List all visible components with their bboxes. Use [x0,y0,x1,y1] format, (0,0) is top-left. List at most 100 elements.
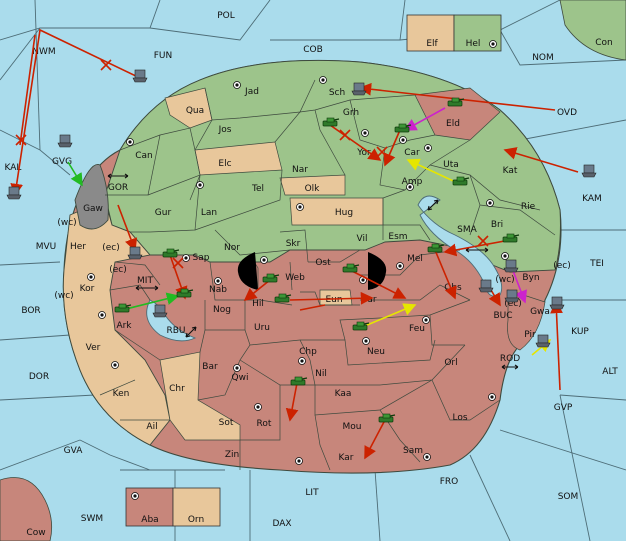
prov-label-lan: Lan [201,208,217,218]
prov-label-zin: Zin [225,450,239,460]
sea-label-som: SOM [558,492,579,502]
legend-label-aba: Aba [141,515,158,525]
coast-tag-gwa-ec: (ec) [504,299,522,309]
fleet-unit [6,186,22,200]
prov-label-byn: Byn [522,273,539,283]
sea-label-gva: GVA [64,446,84,456]
prov-label-grh: Grh [343,108,359,118]
prov-label-nog: Nog [213,305,231,315]
coast-tag-byn-wc: (wc) [495,275,514,285]
province-labels: Jad Sch Qua Jos Grh Eld Can Elc Nar Yor … [70,87,550,463]
prov-label-her: Her [70,242,86,252]
fleet-unit [478,279,494,293]
fleet-unit [549,296,565,310]
region-west [62,199,171,446]
sea-label-rbu: RBU [166,326,185,336]
prov-label-eun: Eun [325,295,342,305]
prov-label-chp: Chp [299,347,317,357]
prov-label-sap: Sap [193,253,210,263]
prov-label-rie: Rie [521,202,536,212]
prov-label-kar: Kar [339,453,354,463]
legend-label-hel: Hel [466,39,481,49]
prov-label-qwi: Qwi [232,373,249,383]
coast-tag-kor-wc: (wc) [54,291,73,301]
sea-label-gvg: GVG [52,157,72,167]
prov-label-nar: Nar [292,165,308,175]
sea-label-kal: KAL [5,163,22,173]
prov-label-esm: Esm [388,232,407,242]
sea-label-gvp: GVP [554,403,573,413]
sea-label-bor: BOR [21,306,40,316]
province-cow[interactable] [0,477,53,541]
prov-label-gaw: Gaw [83,204,103,214]
prov-label-uru: Uru [254,323,270,333]
sea-label-sma: SMA [457,225,477,235]
tan-olk [279,174,346,196]
fleet-unit [503,259,519,273]
prov-label-uta: Uta [443,160,459,170]
prov-label-skr: Skr [286,239,301,249]
fleet-unit [535,334,551,348]
sea-label-ovd: OVD [557,108,577,118]
prov-label-gur: Gur [155,208,172,218]
prov-label-sot: Sot [219,418,234,428]
prov-label-kor: Kor [80,284,95,294]
sea-label-lit: LIT [305,488,319,498]
legend-top: Elf Hel [406,14,502,52]
prov-label-car: Car [404,148,420,158]
fleet-unit [351,82,367,96]
prov-label-kat: Kat [503,166,518,176]
legend-label-elf: Elf [426,39,438,49]
legend-bottom: Aba Orn [125,487,221,527]
legend-label-orn: Orn [188,515,204,525]
prov-label-bar: Bar [202,362,218,372]
land-label-con: Con [595,38,613,48]
convoy-orders [403,107,527,304]
prov-label-sch: Sch [329,88,345,98]
sea-label-nwm: NWM [32,47,55,57]
prov-label-ost: Ost [315,258,331,268]
coast-tag-byn-ec: (ec) [553,261,571,271]
red-gwa-pir [507,289,546,351]
prov-label-sam: Sam [403,446,423,456]
coast-tag-her-ec: (ec) [102,243,120,253]
prov-label-neu: Neu [367,347,385,357]
sea-label-rod: ROD [500,354,520,364]
canal-left [237,252,258,290]
sea-label-mit: MIT [137,276,153,286]
sea-label-kam: KAM [582,194,602,204]
prov-label-qua: Qua [186,106,204,116]
prov-label-can: Can [135,151,153,161]
prov-label-elc: Elc [218,159,231,169]
sea-label-pol: POL [217,11,235,21]
prov-label-feu: Feu [409,324,425,334]
sea-label-mvu: MVU [36,242,57,252]
prov-label-orl: Orl [444,358,457,368]
fleet-unit [127,246,143,260]
sea-label-dor: DOR [29,372,49,382]
province-borders [99,79,556,471]
coast-tag-her-wc: (wc) [57,218,76,228]
fleet-unit [152,304,168,318]
canal-right [368,252,387,290]
prov-label-mou: Mou [343,422,362,432]
sea-label-gor: GOR [108,183,128,193]
prov-label-ken: Ken [113,389,130,399]
canal-markers [107,173,519,370]
prov-label-pir: Pir [524,330,536,340]
prov-label-yor: Yor [356,148,371,158]
sea-label-fun: FUN [154,51,173,61]
prov-label-ail: Ail [146,422,157,432]
coast-tag-kor-ec: (ec) [109,265,127,275]
sea-labels: POL FUN COB NOM NWM OVD KAL KAM MVU TEI … [5,11,619,538]
sea-label-tei: TEI [589,259,604,269]
prov-label-nil: Nil [315,369,327,379]
sea-label-cob: COB [303,45,323,55]
prov-label-chr: Chr [169,384,185,394]
coast-tags: (wc) (ec) (ec) (wc) (ec) (wc) (ec) [54,218,570,309]
fleet-unit [57,134,73,148]
prov-label-web: Web [285,273,305,283]
prov-label-nab: Nab [209,285,227,295]
prov-label-hug: Hug [335,208,353,218]
